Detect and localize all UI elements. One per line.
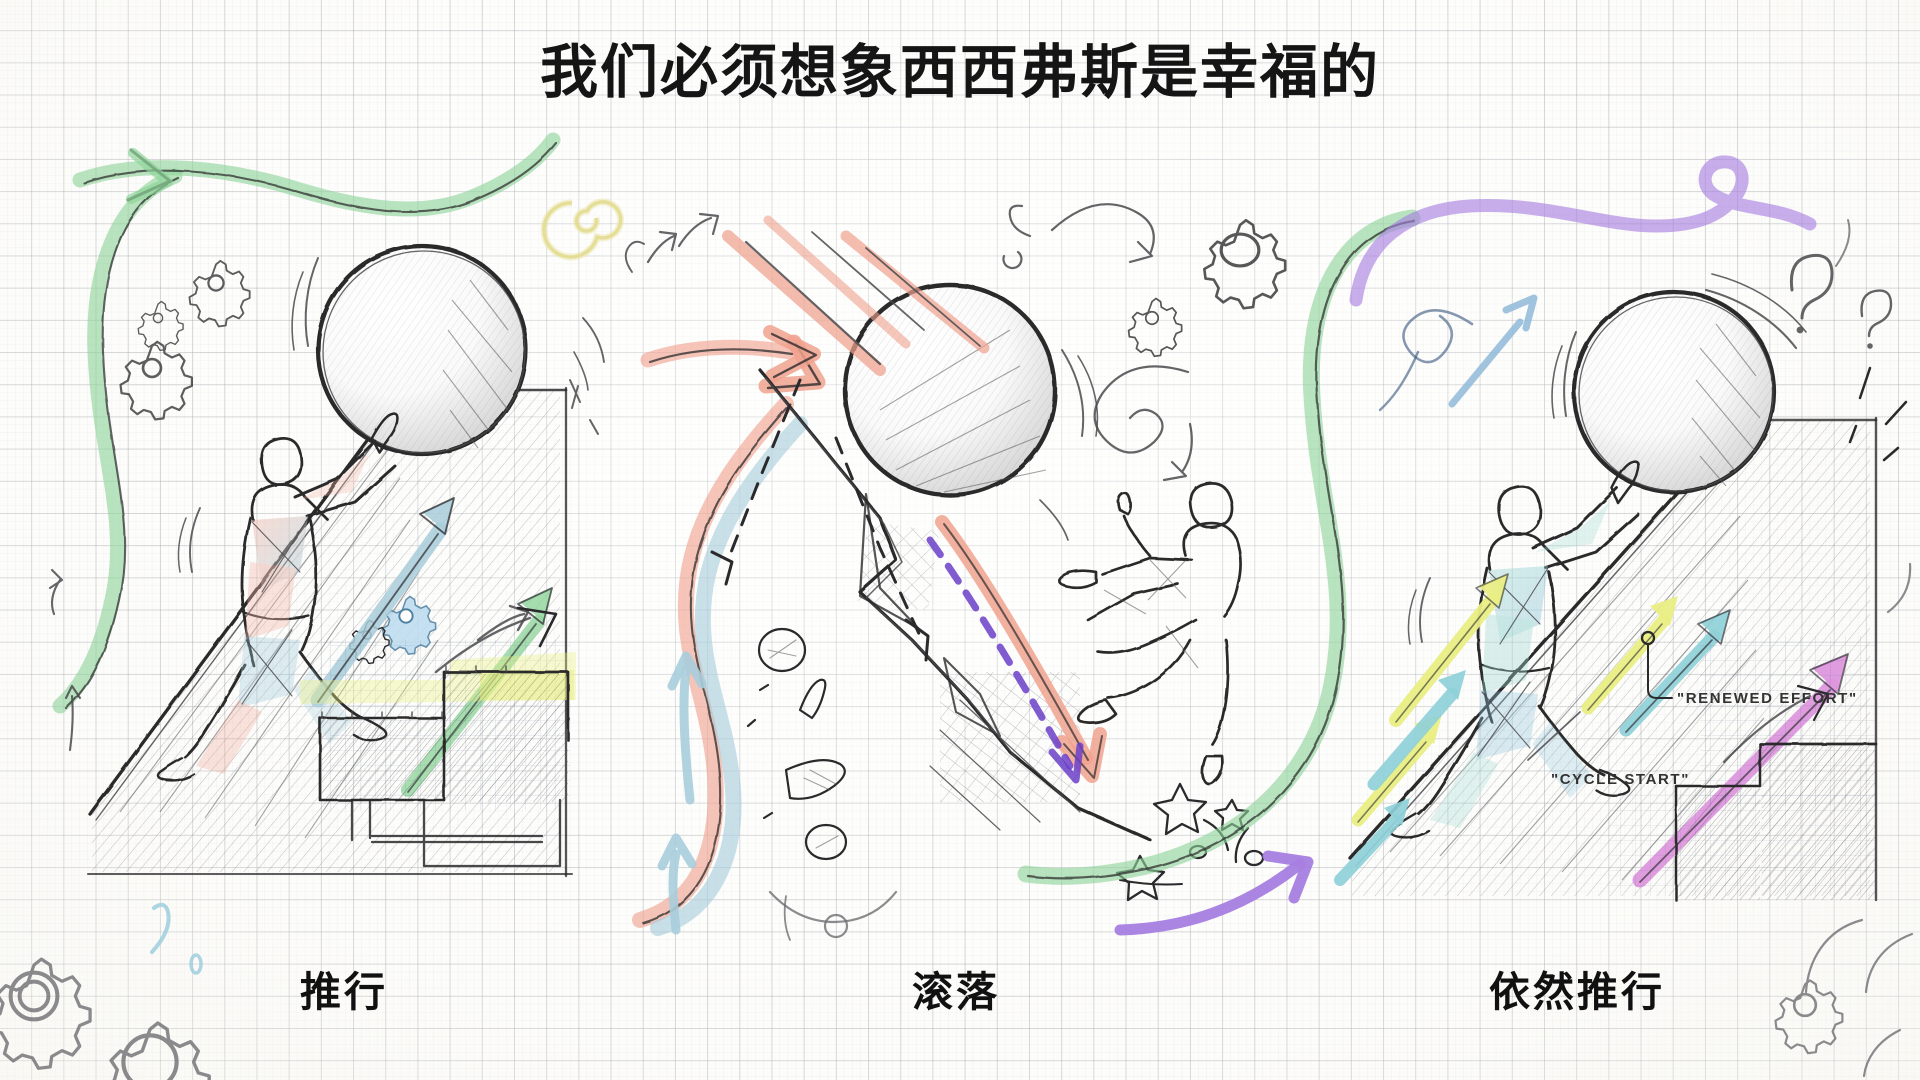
blue-flecks	[150, 902, 203, 975]
sparks-3	[1848, 366, 1908, 462]
loop-doodles-2	[1002, 203, 1193, 482]
panel-caption-again: 依然推行	[1489, 969, 1665, 1015]
panel-again: "RENEWED EFFORT" "CYCLE START"	[1334, 155, 1908, 902]
cycle-start-label: "CYCLE START"	[1551, 771, 1690, 788]
arrow-small-1	[476, 604, 530, 642]
connector-salmon-blue	[632, 325, 826, 936]
gear-group-1	[119, 259, 251, 421]
panel-caption-fall: 滚落	[912, 969, 1000, 1015]
question-marks-3	[1789, 253, 1893, 349]
loop-doodle-3	[1378, 308, 1474, 412]
panel-fall	[710, 203, 1287, 902]
page-title: 我们必须想象西西弗斯是幸福的	[539, 40, 1380, 105]
impact-sparks-2	[1115, 782, 1265, 902]
gear-group-2	[1127, 218, 1287, 358]
figure-pushing-1	[156, 412, 399, 782]
arrow-cyan-3	[1334, 294, 1731, 886]
doodles-1	[48, 198, 720, 752]
trajectory-dashed-2	[710, 378, 930, 662]
connector-green-right	[1017, 209, 1421, 936]
renewed-effort-label: "RENEWED EFFORT"	[1677, 690, 1858, 707]
step-chart-1	[300, 606, 576, 868]
boulder-1	[315, 243, 529, 457]
figure-pushing-3	[1389, 460, 1641, 839]
debris-2	[746, 627, 848, 861]
step-chart-3: "RENEWED EFFORT" "CYCLE START"	[1527, 630, 1878, 902]
panel-push	[48, 198, 720, 878]
speed-streaks-2	[722, 215, 990, 376]
arrow-up-blue-pair	[657, 651, 707, 935]
connector-green-left	[52, 132, 561, 714]
swoosh-purple-3	[1349, 155, 1817, 307]
boulder-3	[1571, 289, 1777, 495]
callout-renewed-effort: "RENEWED EFFORT"	[1640, 630, 1858, 707]
arrow-down-salmon-2	[926, 515, 1107, 784]
corner-doodles	[0, 219, 1914, 1080]
callout-cycle-start: "CYCLE START"	[1527, 711, 1690, 788]
figure-falling-2	[1057, 482, 1242, 786]
panel-caption-push: 推行	[300, 969, 388, 1015]
motion-lines-3	[1551, 273, 1807, 419]
motion-lines-1	[291, 257, 605, 391]
